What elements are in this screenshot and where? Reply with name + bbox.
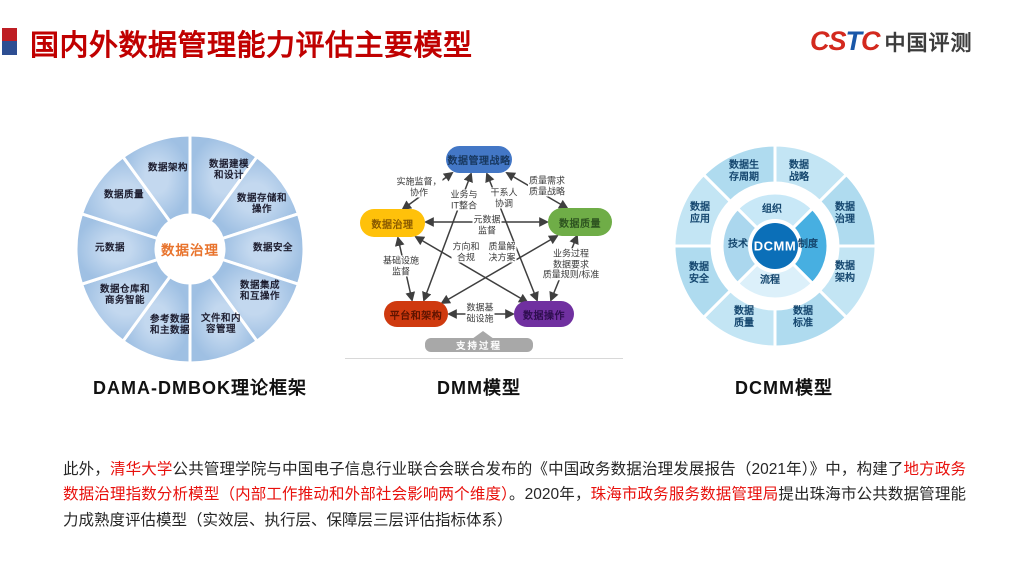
dama-segment-label: 数据架构 (147, 162, 189, 174)
dcmm-segment-label: 数据 架构 (835, 261, 855, 284)
dama-segment-label: 文件和内 容管理 (200, 313, 242, 335)
dmm-node-platform: 平台和架构 (384, 301, 448, 327)
dcmm-center-label: DCMM (753, 238, 797, 254)
dmm-edge-label: 数据基 础设施 (465, 302, 495, 324)
dama-segment-label: 数据安全 (252, 242, 294, 254)
dmm-node-operations: 数据操作 (514, 301, 574, 327)
dama-segment-label: 参考数据 和主数据 (149, 314, 191, 336)
dcmm-diagram (673, 144, 877, 348)
dmm-edge-label: 基础设施 监督 (381, 255, 421, 277)
dcmm-inner-label: 制度 (798, 239, 818, 250)
dcmm-center-circle (752, 223, 798, 269)
dama-segment-label: 数据仓库和 商务智能 (99, 284, 151, 306)
dmm-edge-label: 实施监督， 协作 (395, 176, 443, 198)
dmm-edge-label: 业务过程 数据要求 质量规则/标准 (541, 248, 601, 280)
title-bullet-icon (2, 28, 17, 55)
dmm-edge-label: 干系人 协调 (489, 187, 519, 209)
dcmm-inner-label: 技术 (728, 239, 748, 250)
dcmm-segment-label: 数据 质量 (734, 306, 754, 329)
dmm-caption: DMM模型 (437, 378, 521, 398)
dcmm-segment-label: 数据 安全 (689, 262, 709, 285)
paragraph-segment: 提出珠海市公共数据管理能力成熟度评估模型（实效层、执行层、保障层三层评估指标体系… (63, 486, 966, 529)
dama-segment-label: 数据建模 和设计 (208, 159, 250, 181)
dama-segment-label: 元数据 (94, 242, 126, 254)
title-bullet-blue (2, 41, 17, 55)
paragraph-segment: 。2020年， (509, 486, 591, 503)
dmm-edge-label: 方向和 合规 (451, 241, 481, 263)
title-bullet-red (2, 28, 17, 41)
paragraph-segment-highlight: 地方政务数据治理指数分析模型（内部工作推动和外部社会影响两个维度） (63, 460, 966, 504)
dcmm-inner-label: 组织 (762, 204, 782, 215)
dmm-edge-label: 质量解 决方案 (487, 241, 517, 263)
dcmm-inner-label: 流程 (760, 275, 780, 286)
support-process-bar: 支持过程 (425, 338, 533, 352)
dcmm-outer-ring (673, 144, 877, 348)
paragraph-segment: 公共管理学院与中国电子信息行业联合会联合发布的《中国政务数据治理发展报告（202… (172, 460, 904, 478)
dcmm-segment-label: 数据 应用 (690, 202, 710, 225)
dcmm-caption: DCMM模型 (735, 378, 833, 398)
dmm-image-border (345, 358, 623, 359)
dama-wheel-diagram (75, 134, 305, 364)
dmm-node-governance: 数据治理 (360, 209, 425, 237)
support-process-arrow (472, 331, 494, 339)
dmm-node-quality: 数据质量 (548, 208, 612, 236)
dama-segment-label: 数据集成 和互操作 (239, 280, 281, 302)
dama-caption: DAMA-DMBOK理论框架 (93, 378, 307, 398)
cstc-logo-acronym: CSTC (810, 26, 880, 56)
cstc-logo: CSTC 中国评测 (810, 26, 973, 57)
cstc-logo-name: 中国评测 (884, 31, 973, 55)
dcmm-segment-label: 数据生 存周期 (729, 160, 759, 183)
dmm-edge-label: 元数据 监督 (472, 214, 502, 236)
dmm-edge-label: 质量需求 质量战略 (527, 175, 567, 197)
paragraph-segment-highlight: 珠海市政务服务数据管理局 (590, 486, 779, 503)
dmm-node-strategy: 数据管理战略 (446, 146, 512, 173)
paragraph-segment: 此外， (63, 460, 110, 478)
slide-title: 国内外数据管理能力评估主要模型 (30, 30, 473, 62)
dama-center-label: 数据治理 (161, 243, 219, 258)
dama-segment-label: 数据质量 (103, 189, 145, 201)
dmm-edge-label: 业务与 IT整合 (449, 189, 479, 211)
dama-segment-label: 数据存储和 操作 (236, 193, 288, 215)
body-paragraph: 此外，清华大学公共管理学院与中国电子信息行业联合会联合发布的《中国政务数据治理发… (63, 457, 966, 534)
dcmm-segment-label: 数据 标准 (793, 306, 813, 329)
dcmm-segment-label: 数据 治理 (835, 202, 855, 225)
dama-wheel-segments (75, 134, 305, 364)
paragraph-segment-highlight: 清华大学 (109, 460, 173, 478)
dcmm-segment-label: 数据 战略 (789, 160, 809, 183)
